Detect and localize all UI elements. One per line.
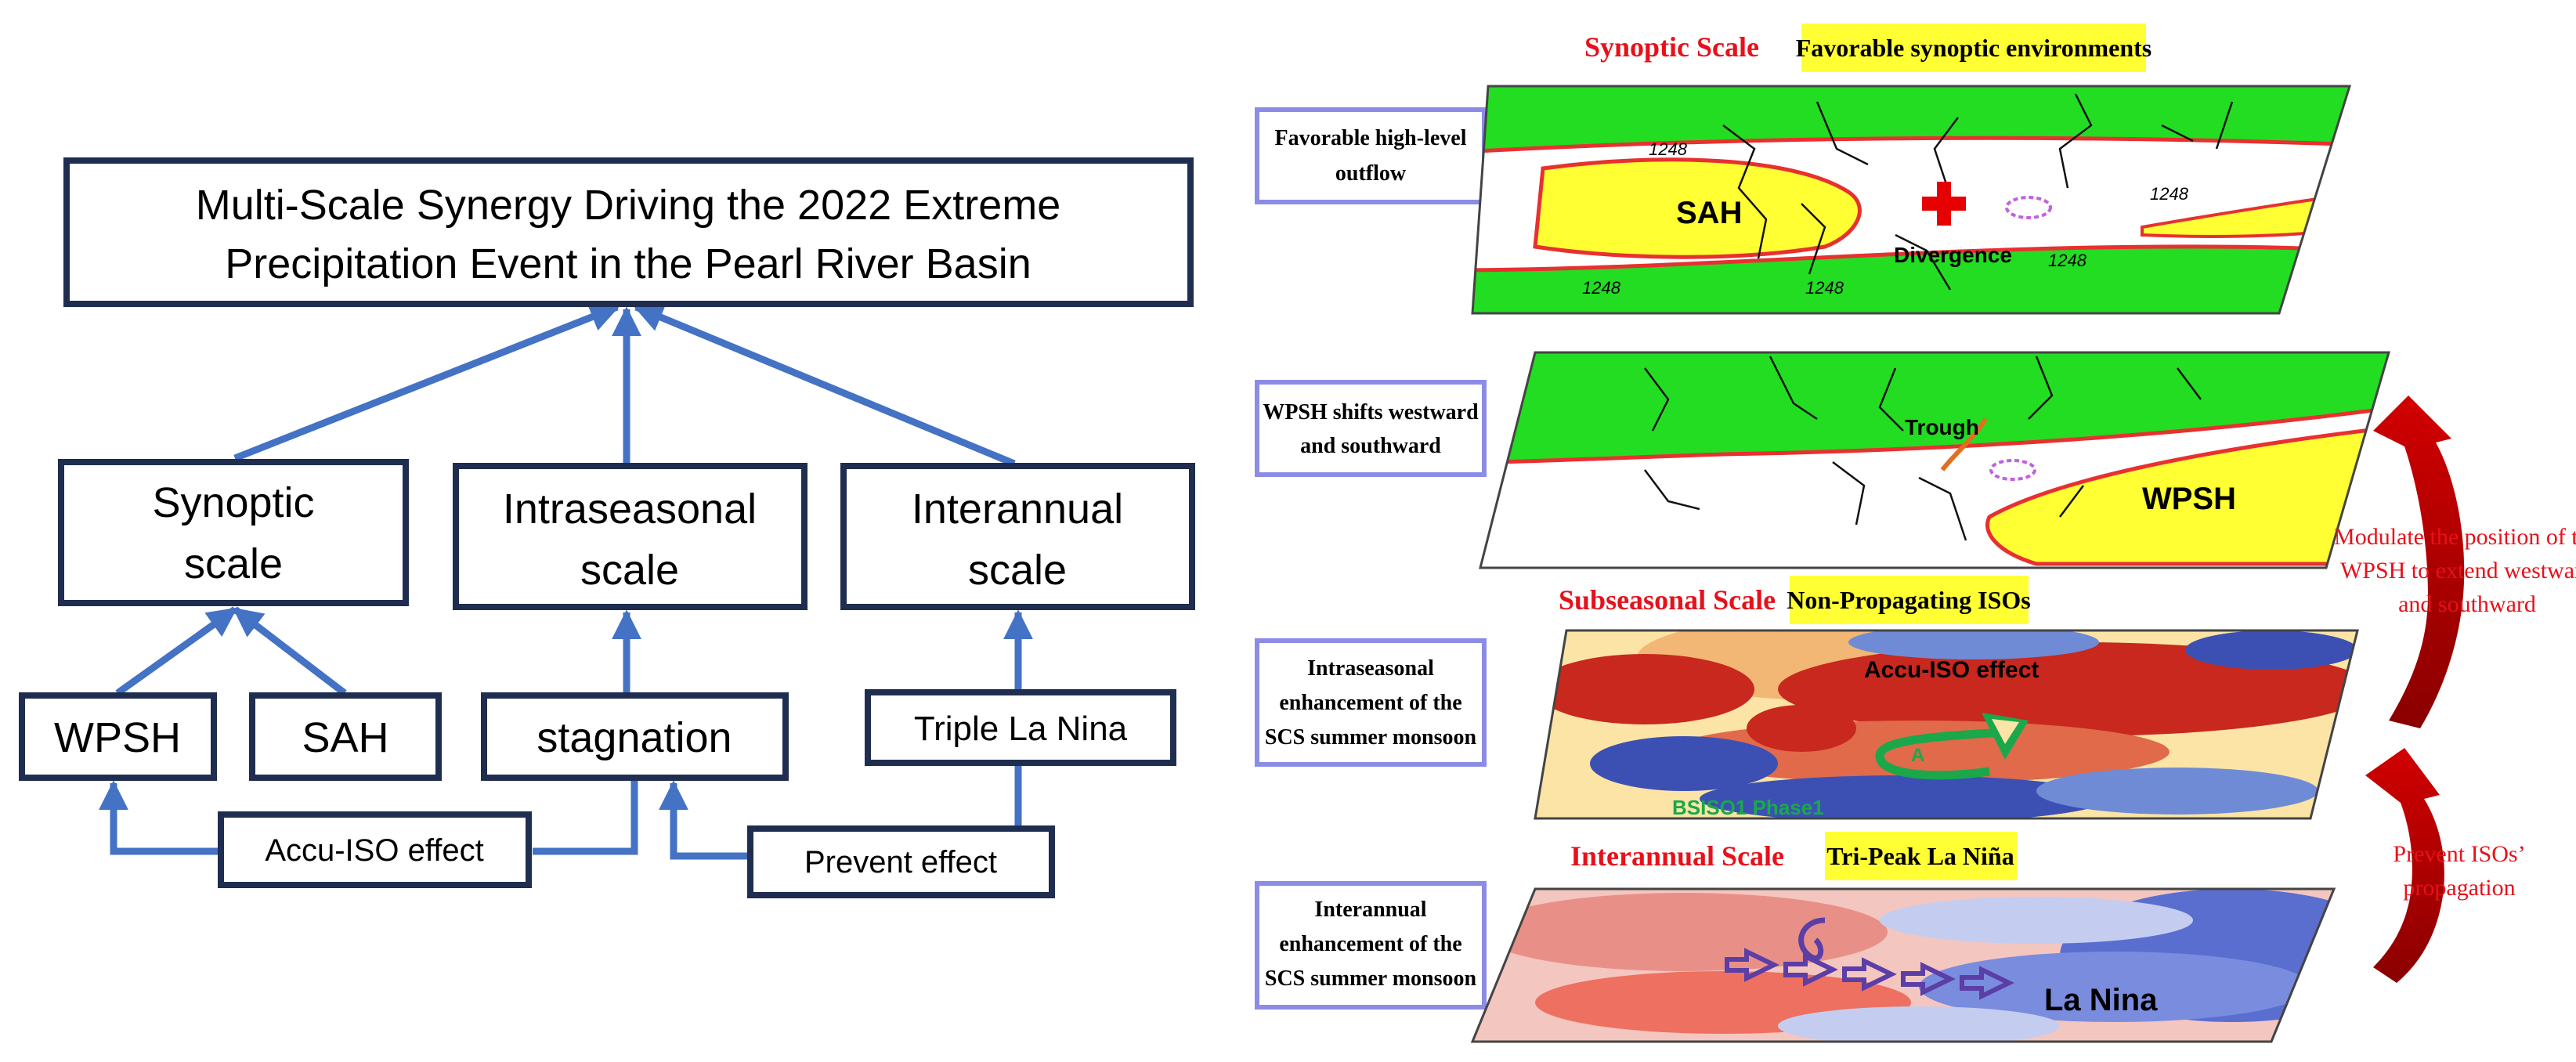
panel-synoptic-outflow: SAH Divergence 1248 1248 1248 1248 1248 (1471, 85, 2352, 315)
panel3-letter: A (1911, 745, 1924, 766)
label-interannual-3: SCS summer monsoon (1265, 966, 1477, 991)
label-interannual-2: enhancement of the (1279, 932, 1461, 956)
prevent-effect-box: Prevent effect (747, 825, 1055, 898)
interannual-label-2: scale (968, 547, 1067, 594)
label-outflow-box: Favorable high-level outflow (1255, 107, 1487, 204)
accu-iso-loop-icon (1875, 713, 2029, 780)
interannual-label-1: Interannual (912, 486, 1123, 533)
synoptic-scale-box: Synoptic scale (58, 459, 409, 606)
modulate-text-1: Modulate the position of the (2334, 524, 2576, 550)
subseasonal-scale-header: Subseasonal Scale (1559, 584, 1776, 616)
prevent-curved-arrow-icon (2365, 748, 2444, 983)
panel4-la-nina: La Nina (2044, 983, 2158, 1017)
intraseasonal-scale-box: Intraseasonal scale (453, 463, 807, 610)
accu-iso-effect-label: Accu-ISO effect (265, 833, 483, 868)
westward-arrows-icon (1725, 917, 2014, 1000)
stagnation-box: stagnation (481, 692, 789, 781)
label-intraseasonal-3: SCS summer monsoon (1265, 725, 1477, 750)
subseasonal-highlight: Non-Propagating ISOs (1787, 586, 2030, 614)
label-wpsh-shift-box: WPSH shifts westward and southward (1255, 380, 1487, 477)
interannual-highlight: Tri-Peak La Niña (1826, 842, 2014, 870)
flowchart: Multi-Scale Synergy Driving the 2022 Ext… (19, 157, 1195, 898)
synoptic-scale-header: Synoptic Scale (1584, 31, 1759, 63)
synoptic-highlight-bg (1801, 23, 2146, 72)
label-outflow-1: Favorable high-level (1275, 126, 1467, 150)
panel-wpsh-shift: Trough WPSH (1479, 351, 2390, 569)
arrow-synoptic-to-title (233, 302, 620, 462)
sah-box: SAH (249, 692, 442, 781)
divergence-cross-icon (1922, 182, 1966, 226)
label-intraseasonal-box: Intraseasonal enhancement of the SCS sum… (1255, 638, 1487, 767)
prevent-text-1: Prevent ISOs’ (2393, 841, 2525, 867)
panel1-sah: SAH (1676, 196, 1742, 230)
arrow-wpsh-to-synoptic (115, 606, 238, 696)
panel3-bsiso: BSISO1 Phase1 (1672, 796, 1824, 819)
panel2-trough: Trough (1905, 415, 1979, 439)
arrow-interannual-to-title (633, 303, 1016, 468)
panel1-divergence: Divergence (1894, 243, 2012, 267)
label-intraseasonal-2: enhancement of the (1279, 691, 1461, 715)
modulate-text-3: and southward (2398, 591, 2536, 617)
panel-subseasonal-iso: A Accu-ISO effect BSISO1 Phase1 (1534, 629, 2359, 820)
interannual-scale-header: Interannual Scale (1570, 840, 1784, 872)
label-wpsh-shift-2: and southward (1300, 434, 1441, 458)
triple-la-nina-label: Triple La Nina (914, 710, 1128, 748)
synoptic-label-1: Synoptic (152, 479, 314, 526)
panel1-contour-1: 1248 (1649, 139, 1688, 159)
title-line-1: Multi-Scale Synergy Driving the 2022 Ext… (196, 182, 1060, 229)
connector-accu-iso (99, 780, 219, 855)
synoptic-highlight: Favorable synoptic environments (1796, 34, 2152, 62)
intraseasonal-label-2: scale (580, 547, 679, 594)
modulate-curved-arrow-icon (2373, 396, 2465, 728)
triple-la-nina-box: Triple La Nina (865, 689, 1176, 766)
accu-iso-effect-box: Accu-ISO effect (218, 811, 532, 888)
panel1-contour-4: 1248 (2150, 184, 2189, 204)
prevent-text-2: propagation (2403, 875, 2515, 901)
intraseasonal-label-1: Intraseasonal (503, 486, 757, 533)
panel1-contour-3: 1248 (1805, 278, 1844, 298)
schematic: Synoptic Scale Favorable synoptic enviro… (1255, 23, 2576, 1043)
panel1-contour-2: 1248 (1582, 278, 1621, 298)
title-line-2: Precipitation Event in the Pearl River B… (225, 240, 1031, 287)
label-intraseasonal-1: Intraseasonal (1307, 656, 1434, 681)
subseasonal-highlight-bg (1790, 576, 2029, 624)
interannual-highlight-bg (1825, 832, 2017, 880)
wpsh-box: WPSH (19, 692, 217, 781)
connector-accu-iso-right (533, 779, 638, 855)
connector-prevent (659, 780, 748, 860)
wpsh-label: WPSH (54, 714, 181, 761)
interannual-scale-box: Interannual scale (840, 463, 1195, 610)
label-outflow-2: outflow (1335, 161, 1407, 186)
synoptic-label-2: scale (184, 540, 283, 587)
panel1-contour-5: 1248 (2048, 251, 2087, 270)
label-interannual-1: Interannual (1314, 898, 1426, 922)
sah-label: SAH (302, 714, 388, 761)
prevent-effect-label: Prevent effect (804, 845, 997, 880)
stagnation-label: stagnation (537, 714, 732, 761)
label-interannual-box: Interannual enhancement of the SCS summe… (1255, 881, 1487, 1010)
title-box: Multi-Scale Synergy Driving the 2022 Ext… (63, 157, 1194, 307)
panel2-wpsh: WPSH (2142, 482, 2236, 516)
panel3-accu-iso: Accu-ISO effect (1864, 657, 2039, 683)
modulate-text-2: WPSH to extend westward (2340, 558, 2576, 583)
label-wpsh-shift-1: WPSH shifts westward (1263, 400, 1479, 424)
panel-interannual-la-nina: La Nina (1470, 887, 2336, 1043)
arrow-sah-to-synoptic (232, 606, 347, 696)
